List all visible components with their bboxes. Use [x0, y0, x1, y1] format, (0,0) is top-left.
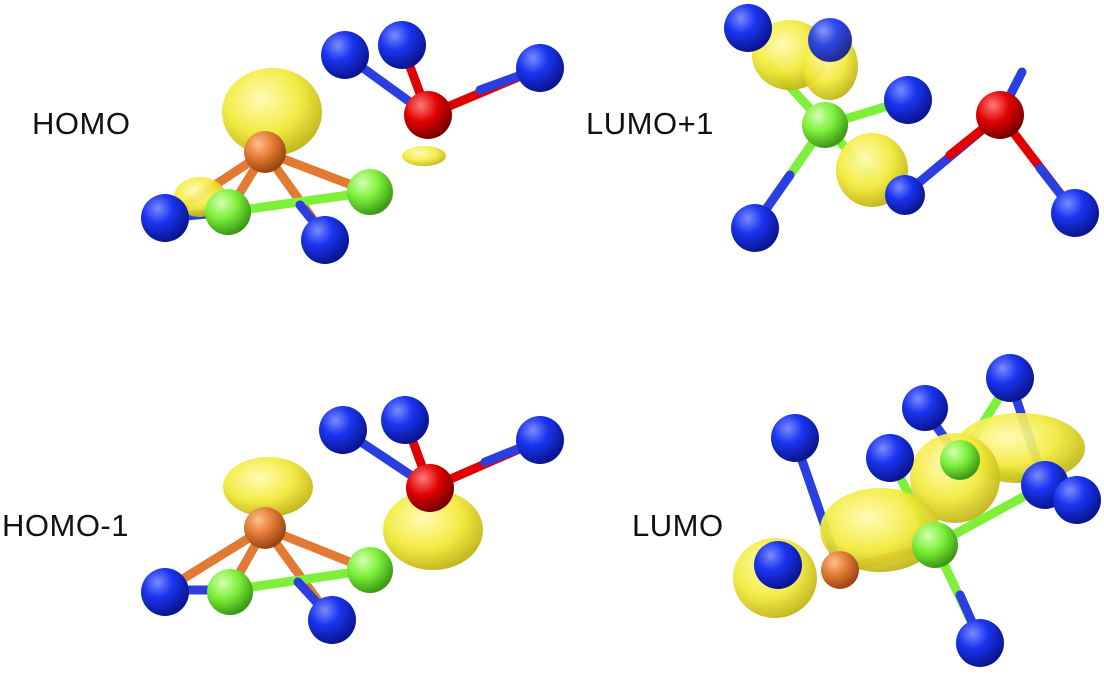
lumo-molecule	[733, 354, 1101, 667]
blue-atom	[866, 434, 914, 482]
blue-atom	[771, 414, 819, 462]
homo-molecule	[141, 21, 564, 264]
blue-atom	[884, 76, 932, 124]
blue-atom	[141, 194, 189, 242]
blue-atom	[378, 21, 426, 69]
blue-atom	[516, 44, 564, 92]
blue-atom	[986, 354, 1034, 402]
green-atom	[205, 189, 251, 235]
homo-label: HOMO	[32, 106, 131, 141]
homo-minus-1-molecule	[141, 396, 564, 644]
blue-atom	[1053, 476, 1101, 524]
blue-atom	[319, 406, 367, 454]
lumo-plus-1-molecule	[724, 4, 1099, 252]
red-atom	[404, 91, 452, 139]
orange-atom	[244, 507, 286, 549]
blue-atom	[516, 416, 564, 464]
blue-atom	[141, 568, 189, 616]
blue-atom	[885, 175, 925, 215]
green-atom	[347, 169, 393, 215]
orbital-lobe	[383, 490, 483, 570]
red-atom	[406, 464, 454, 512]
green-atom	[940, 440, 980, 480]
blue-atom	[902, 385, 948, 431]
blue-atom	[754, 541, 802, 589]
blue-atom	[301, 216, 349, 264]
orange-atom	[821, 551, 859, 589]
orbital-lobe	[820, 488, 940, 572]
blue-atom	[381, 396, 429, 444]
blue-atom	[731, 204, 779, 252]
lumo-plus-1-label: LUMO+1	[586, 106, 714, 141]
green-atom	[802, 102, 848, 148]
green-atom	[207, 569, 253, 615]
blue-atom	[724, 4, 772, 52]
homo-minus-1-label: HOMO-1	[2, 508, 129, 543]
blue-atom	[308, 596, 356, 644]
blue-atom	[956, 619, 1004, 667]
lumo-label: LUMO	[632, 508, 724, 543]
green-atom	[347, 547, 393, 593]
orange-atom	[244, 131, 286, 173]
blue-atom	[808, 18, 852, 62]
green-atom	[912, 522, 958, 568]
orbital-lobe	[222, 68, 322, 156]
orbital-lobe	[402, 146, 446, 166]
orbital-lobe	[223, 457, 313, 517]
blue-atom	[321, 31, 369, 79]
blue-atom	[1051, 189, 1099, 237]
red-atom	[976, 91, 1024, 139]
